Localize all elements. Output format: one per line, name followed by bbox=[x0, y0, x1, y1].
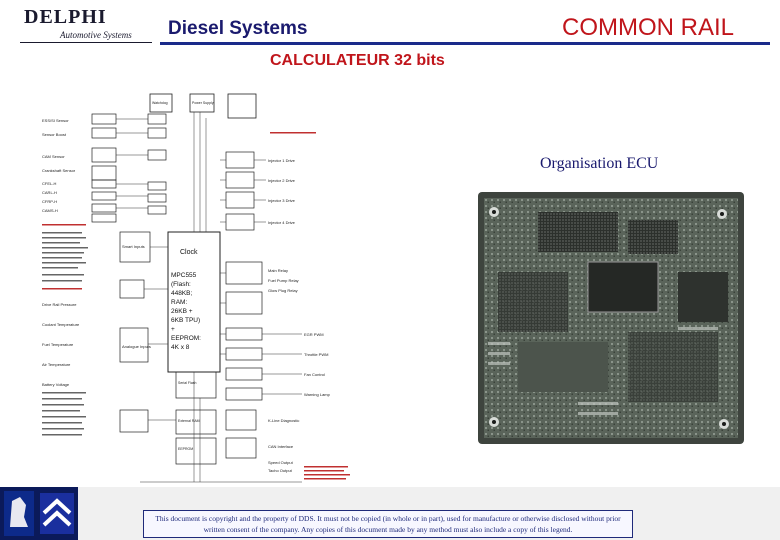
left-label: Air Temperature bbox=[42, 362, 71, 367]
logo-subtext: Automotive Systems bbox=[60, 30, 132, 40]
left-label: CARL-H bbox=[42, 190, 57, 195]
left-signal-labels: ESS/SI Sensor Sensor Boost CAM Sensor Cr… bbox=[42, 118, 151, 387]
left-label: Drive Rail Pressure bbox=[42, 302, 77, 307]
cpu-label: MPC555 (Flash: 448KB; RAM: 26KB + 6KB TP… bbox=[171, 272, 203, 351]
header-divider bbox=[160, 42, 770, 45]
organisation-title: Organisation ECU bbox=[540, 155, 659, 172]
block-label: Watchdog bbox=[152, 101, 168, 105]
right-label: Tacho Output bbox=[268, 468, 293, 473]
cpu-block bbox=[167, 231, 221, 373]
right-label: Fan Control bbox=[304, 372, 325, 377]
left-label: Battery Voltage bbox=[42, 382, 70, 387]
right-label: Injector 2 Drive bbox=[268, 178, 296, 183]
logo-wordmark: DELPHI bbox=[24, 6, 107, 28]
right-label: K-Line Diagnostic bbox=[268, 418, 299, 423]
right-label: Warning Lamp bbox=[304, 392, 331, 397]
clock-label: Clock bbox=[180, 249, 198, 256]
left-label: Fuel Temperature bbox=[42, 342, 74, 347]
copyright-notice: This document is copyright and the prope… bbox=[143, 510, 633, 538]
logo-underline bbox=[20, 42, 152, 43]
block-label: External RAM bbox=[178, 419, 200, 423]
right-label: Glow Plug Relay bbox=[268, 288, 298, 293]
brand-title: Diesel Systems bbox=[168, 18, 308, 39]
right-label: Fuel Pump Relay bbox=[268, 278, 299, 283]
right-label: Injector 3 Drive bbox=[268, 198, 296, 203]
ecu-circuit-board-photo bbox=[478, 192, 744, 444]
ecu-block-diagram: MPC555 (Flash: 448KB; RAM: 26KB + 6KB TP… bbox=[40, 92, 370, 497]
page-subtitle: CALCULATEUR 32 bits bbox=[270, 52, 445, 69]
left-label: CFEL-H bbox=[42, 181, 57, 186]
right-label: Main Relay bbox=[268, 268, 288, 273]
left-label: CAMS-H bbox=[42, 208, 58, 213]
block-label: EEPROM bbox=[178, 447, 193, 451]
left-label: Coolant Temperature bbox=[42, 322, 80, 327]
left-label: Sensor Boost bbox=[42, 132, 67, 137]
right-label: Speed Output bbox=[268, 460, 294, 465]
right-label: CAN Interface bbox=[268, 444, 294, 449]
left-label: Crankshaft Sensor bbox=[42, 168, 76, 173]
block-label: Power Supply bbox=[192, 101, 214, 105]
left-label: Analogue Inputs bbox=[122, 344, 151, 349]
right-label: Injector 4 Drive bbox=[268, 220, 296, 225]
right-signal-labels: Injector 1 Drive Injector 2 Drive Inject… bbox=[268, 158, 331, 473]
block-labels: Watchdog Power Supply Serial Flash Exter… bbox=[152, 101, 214, 451]
right-label: Throttle PWM bbox=[304, 352, 328, 357]
block-label: Serial Flash bbox=[178, 381, 197, 385]
right-label: EGR PWM bbox=[304, 332, 324, 337]
right-label: Injector 1 Drive bbox=[268, 158, 296, 163]
left-label: CFRP-H bbox=[42, 199, 57, 204]
left-label: Smart Inputs bbox=[122, 244, 145, 249]
section-title: COMMON RAIL bbox=[562, 14, 735, 41]
left-label: CAM Sensor bbox=[42, 154, 65, 159]
peugeot-citroen-logo bbox=[0, 487, 78, 540]
left-label: ESS/SI Sensor bbox=[42, 118, 69, 123]
